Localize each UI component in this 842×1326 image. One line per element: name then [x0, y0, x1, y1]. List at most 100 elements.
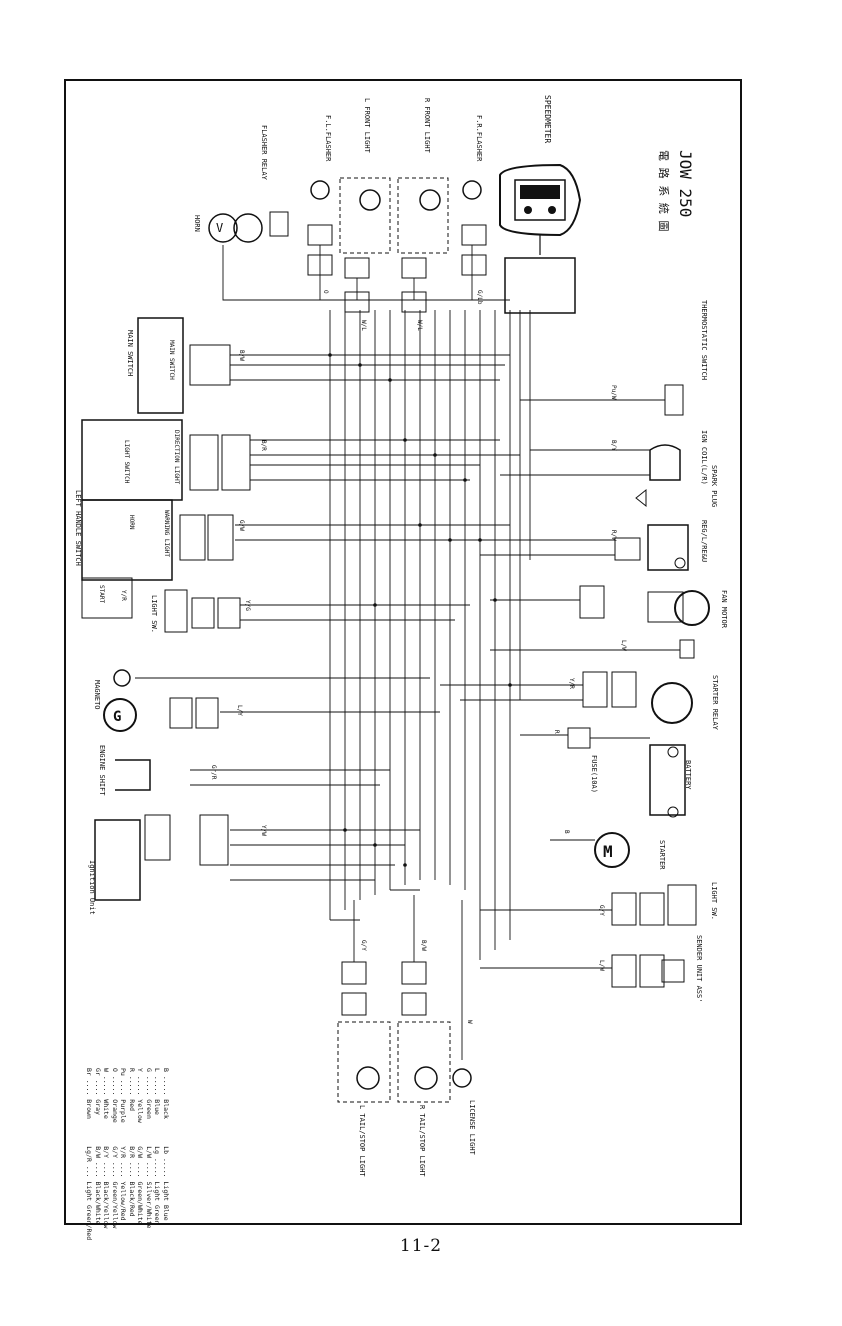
license-light-label: LICENSE LIGHT	[468, 1100, 476, 1156]
fl-flasher-label: F.L.FLASHER	[324, 115, 332, 162]
horn-block-label: HORN	[128, 515, 135, 530]
speedometer: SPEEDMETER	[499, 95, 582, 314]
diagram-frame	[64, 79, 742, 1225]
fr-flasher-bulb	[462, 180, 482, 200]
r-front-bulb	[419, 189, 441, 211]
svg-text:M: M	[603, 842, 613, 861]
wire-code-sender: L/W	[598, 960, 605, 971]
wire-code-thermo: Pu/W	[610, 385, 617, 400]
horn-icon	[208, 213, 238, 243]
legend-entry: R ..... Red B/R .... Black/Red	[128, 1068, 136, 1217]
front-lighting: F.R.FLASHER R FRONT LIGHT L FRONT LIGHT …	[307, 98, 487, 313]
relay-horn: FLASHER RELAY V HORN	[193, 125, 289, 243]
magneto-label: MAGNETO	[93, 680, 101, 710]
wire-code-warning: G/W	[238, 520, 245, 531]
fuse-label: FUSE(10A)	[590, 755, 598, 793]
svg-text:G: G	[113, 709, 121, 725]
wire-code-engine-shift: Gr/R	[210, 765, 217, 780]
regulator-label: REG/L/RE&U	[700, 520, 708, 562]
left-handle-switches: MAIN SWITCH MAIN SWITCH DIRECTION LIGHT …	[74, 317, 251, 633]
ignition-unit-box	[94, 819, 141, 901]
wire-code-reg: R/W	[610, 530, 617, 541]
legend-entry: B ..... Black Lb ..... Light Blue	[162, 1068, 170, 1221]
rear-lighting: L TAIL/STOP LIGHT R TAIL/STOP LIGHT LICE…	[337, 961, 476, 1177]
l-front-bulb	[359, 189, 381, 211]
connector-dots	[328, 353, 512, 867]
left-power-components: G MAGNETO ENGINE SHIFT Ignition Unit	[88, 669, 229, 915]
legend-entry: L ..... Blue Lg ..... Light Green	[153, 1068, 162, 1225]
diagram-title-cjk: 電 路 系 統 圖	[657, 150, 671, 232]
starter-relay-icon	[651, 682, 693, 724]
main-switch-block	[137, 317, 184, 414]
ign-coil-label: IGN COIL(L/R)	[700, 430, 708, 485]
wire-code-l-tail: G/Y	[360, 940, 367, 951]
legend-entry: G ..... Green L/W .... Silver/White	[145, 1068, 153, 1229]
wire-code-r-tail: B/W	[420, 940, 427, 951]
r-front-light-housing	[397, 177, 449, 254]
regulator-icon	[647, 524, 689, 571]
legend-entry: Br .... Brown Lg/R ... Light Green/Red	[85, 1068, 94, 1241]
starter-motor-icon	[594, 832, 630, 868]
main-switch-label: MAIN SWITCH	[126, 330, 134, 376]
wire-code-fr-flasher: G/Lb	[476, 290, 483, 305]
battery-icon	[649, 744, 686, 816]
wire-code-starter-relay: Y/R	[568, 678, 575, 689]
light-sw-right-label: LIGHT SW.	[710, 882, 718, 920]
wire-code-direction: B/R	[260, 440, 267, 451]
ign-coil-icon	[649, 444, 681, 481]
starter-relay-label: STARTER RELAY	[711, 675, 719, 731]
light-sw-left-icon	[164, 589, 188, 633]
main-switch-block-label: MAIN SWITCH	[168, 340, 175, 380]
wire-code-labels: G/Lb W/L W/L O B/W B/R G/W Y/R Y/G Pu/W …	[120, 290, 627, 1024]
wire-code-license: W	[466, 1020, 473, 1024]
thermostatic-switch-icon	[664, 384, 684, 416]
wire-code-l-front: W/L	[360, 320, 367, 331]
engine-shift-label: ENGINE SHIFT	[98, 745, 106, 796]
page-number: 11-2	[399, 1236, 443, 1256]
light-sw-right-icon	[667, 884, 697, 926]
sender-unit-label: SENDER UNIT ASS'	[695, 935, 703, 1002]
title-block: JOW 250 電 路 系 統 圖	[657, 150, 695, 232]
wire-code-fl-flasher: O	[322, 290, 329, 294]
legend-entry: Pu .... Purple Y/R .... Yellow/Red	[119, 1068, 128, 1221]
wire-code-r-front: W/L	[416, 320, 423, 331]
wire-code-fan: L/W	[620, 640, 627, 651]
wire-code-start-btn: Y/R	[120, 590, 127, 601]
speedometer-label: SPEEDMETER	[543, 95, 552, 143]
direction-light-block	[81, 419, 183, 501]
wiring-harness	[135, 245, 680, 1060]
l-front-light-label: L FRONT LIGHT	[363, 98, 371, 154]
wire-code-starter: B	[563, 830, 570, 834]
wire-code-ignition-unit: Y/W	[260, 825, 267, 836]
ignition-unit-label: Ignition Unit	[88, 860, 96, 915]
sender-unit-icon	[661, 959, 685, 983]
warning-light-block	[81, 499, 173, 581]
light-sw-left-label: LIGHT SW.	[150, 595, 158, 633]
wire-code-main-sw: B/W	[238, 350, 245, 361]
wire-code-light-sw-r: G/Y	[598, 905, 605, 916]
right-components: THERMOSTATIC SWITCH IGN COIL(L/R) SPARK …	[567, 300, 728, 1002]
spark-plug-label: SPARK PLUG	[710, 465, 718, 507]
legend-entry: W ..... White B/Y .... Black/Yellow	[102, 1068, 111, 1229]
warning-light-block-label: WARNING LIGHT	[163, 510, 170, 557]
flasher-relay-label: FLASHER RELAY	[260, 125, 268, 181]
fuse-icon	[567, 727, 591, 749]
fan-motor-icon	[674, 590, 710, 626]
starter-label: STARTER	[658, 840, 666, 870]
thermostatic-switch-label: THERMOSTATIC SWITCH	[700, 300, 708, 380]
fan-motor-label: FAN MOTOR	[720, 590, 728, 629]
legend-entry: O ..... Orange G/Y .... Green/Yellow	[111, 1068, 119, 1229]
light-switch-block-label: LIGHT SWITCH	[123, 440, 130, 484]
horn-label: HORN	[193, 215, 201, 232]
wire-code-magneto: L/Y	[236, 705, 243, 716]
l-front-light-housing	[339, 177, 391, 254]
legend-entry: Y ..... Yellow G/W .... Green/White	[136, 1068, 145, 1225]
wire-code-fuse: R	[553, 730, 560, 734]
svg-text:V: V	[216, 221, 223, 235]
r-tail-stop-label: R TAIL/STOP LIGHT	[418, 1105, 426, 1177]
magneto-icon	[103, 698, 137, 732]
legend-entry: Gr .... Gray B/W .... Black/White	[94, 1068, 102, 1225]
left-handle-switch-label: LEFT HANDLE SWITCH	[74, 490, 82, 566]
